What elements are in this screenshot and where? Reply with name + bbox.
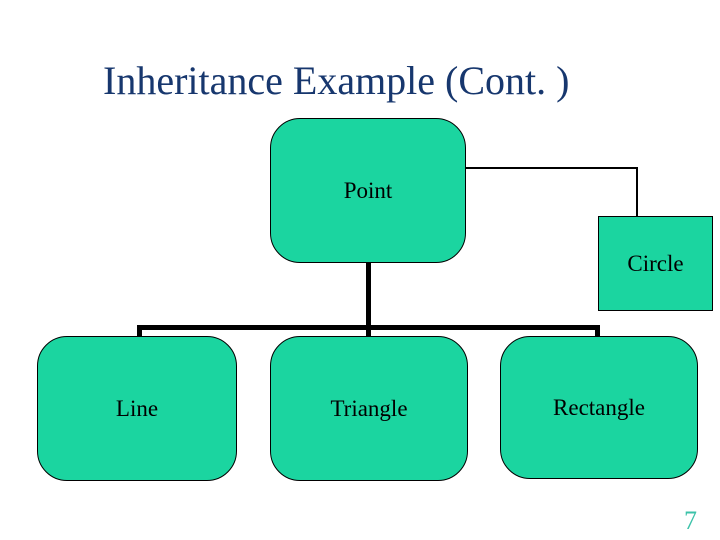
node-point-label: Point (343, 177, 393, 203)
page-number: 7 (684, 506, 697, 535)
edge-line-drop (137, 325, 142, 337)
node-rectangle-label: Rectangle (553, 394, 645, 420)
node-circle: Circle (598, 216, 713, 311)
node-triangle-label: Triangle (330, 395, 408, 421)
slide-title: Inheritance Example (Cont. ) (103, 58, 570, 103)
edge-children-crossbar (137, 325, 600, 330)
edge-point-children-stem (366, 262, 371, 337)
node-rectangle: Rectangle (500, 336, 698, 479)
edge-point-circle-horizontal (466, 167, 637, 169)
node-triangle: Triangle (270, 336, 468, 481)
node-circle-label: Circle (627, 250, 684, 276)
edge-point-circle-vertical (636, 167, 638, 217)
edge-rectangle-drop (595, 325, 600, 337)
node-point: Point (270, 118, 466, 263)
node-line-label: Line (115, 395, 159, 421)
node-line: Line (37, 336, 237, 481)
